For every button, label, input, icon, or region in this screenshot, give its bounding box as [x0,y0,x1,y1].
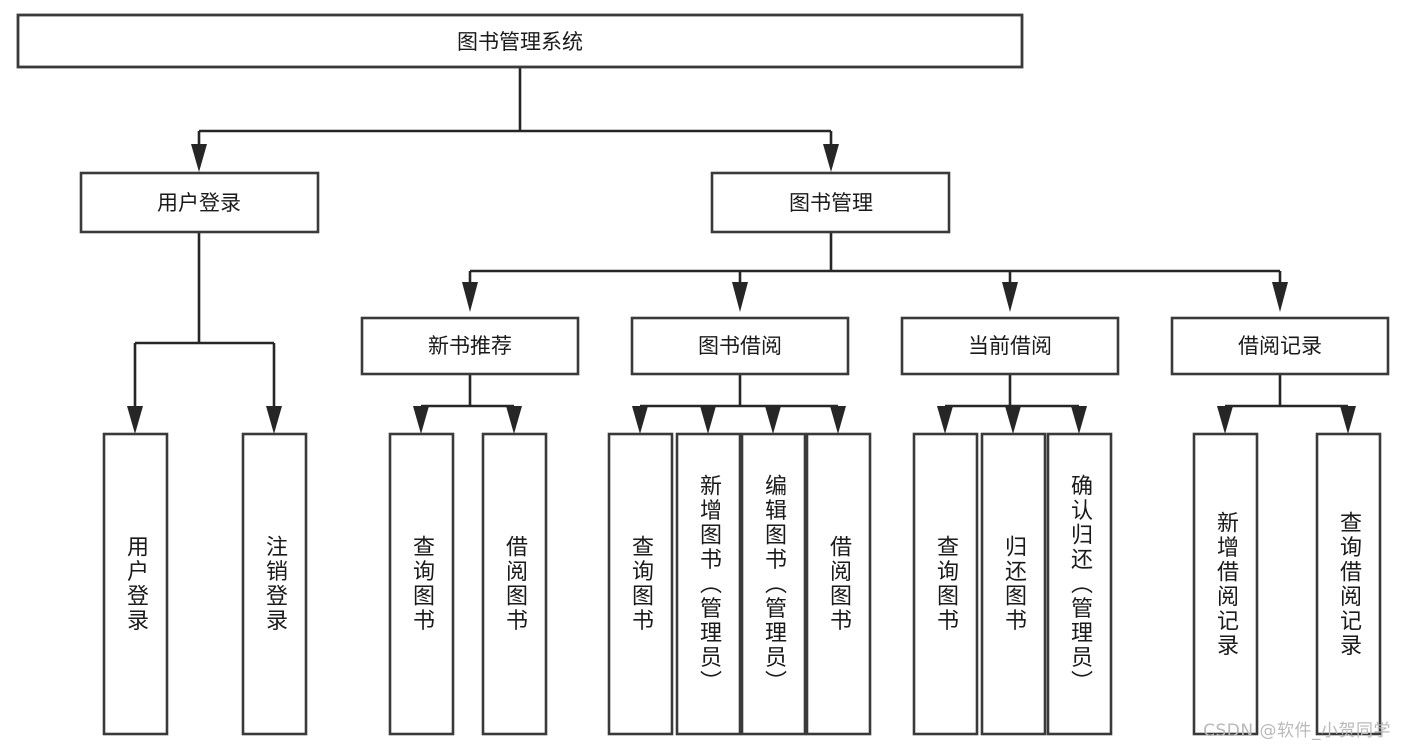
leaf-box-borrow-book-1[interactable] [481,432,548,736]
node-book-management[interactable]: 图书管理 [710,171,951,234]
arrow-root-to-bookmgmt [823,144,839,172]
arrow-bookmgmt-c1 [462,282,478,312]
leaf-box-user-login[interactable] [102,432,169,736]
leaf-boxes-group [102,432,1382,736]
node-borrow-records[interactable]: 借阅记录 [1170,316,1390,376]
leaf-box-return-book[interactable] [980,432,1047,736]
arrow-root-to-user [191,144,207,172]
node-book-borrow[interactable]: 图书借阅 [630,316,850,376]
arrow-borrow-l3 [765,406,781,434]
leaf-box-query-book-2[interactable] [607,432,674,736]
arrow-borrow-l2 [700,406,716,434]
leaf-box-confirm-return[interactable] [1046,432,1113,736]
node-book-borrow-box[interactable] [630,316,850,376]
node-borrow-records-label: 借阅记录 [1238,334,1322,358]
arrow-current-l3 [1071,406,1087,434]
edges-group [127,67,1356,434]
leaf-box-edit-book[interactable] [740,432,807,736]
leaf-box-query-book-3[interactable] [912,432,979,736]
node-book-management-box[interactable] [710,171,951,234]
node-user-login-label: 用户登录 [157,191,241,215]
node-current-borrow-box[interactable] [900,316,1120,376]
node-user-login[interactable]: 用户登录 [79,171,320,234]
arrow-newbook-l2 [506,406,522,434]
node-borrow-records-box[interactable] [1170,316,1390,376]
arrow-user-l1 [127,406,143,434]
leaf-box-add-record[interactable] [1192,432,1259,736]
arrow-bookmgmt-c3 [1002,282,1018,312]
node-new-book-recommend-box[interactable] [360,316,580,376]
node-root[interactable]: 图书管理系统 [16,13,1024,69]
arrow-bookmgmt-c4 [1272,282,1288,312]
node-root-box[interactable] [16,13,1024,69]
arrow-records-l2 [1340,406,1356,434]
leaf-box-add-book[interactable] [675,432,742,736]
arrow-current-l2 [1005,406,1021,434]
leaf-box-query-record[interactable] [1315,432,1382,736]
watermark-text: CSDN @软件_小贺同学 [1203,721,1391,741]
node-book-management-label: 图书管理 [789,191,873,215]
node-current-borrow[interactable]: 当前借阅 [900,316,1120,376]
arrow-newbook-l1 [413,406,429,434]
node-new-book-recommend[interactable]: 新书推荐 [360,316,580,376]
node-new-book-recommend-label: 新书推荐 [428,334,512,358]
arrow-bookmgmt-c2 [732,282,748,312]
node-current-borrow-label: 当前借阅 [968,334,1052,358]
node-book-borrow-label: 图书借阅 [698,334,782,358]
arrow-records-l1 [1217,406,1233,434]
arrow-user-l2 [266,406,282,434]
node-user-login-box[interactable] [79,171,320,234]
node-root-label: 图书管理系统 [457,30,583,54]
leaf-box-borrow-book-2[interactable] [805,432,872,736]
arrow-borrow-l4 [830,406,846,434]
arrow-borrow-l1 [632,406,648,434]
leaf-box-query-book-1[interactable] [388,432,455,736]
arrow-current-l1 [937,406,953,434]
leaf-box-logout[interactable] [241,432,308,736]
